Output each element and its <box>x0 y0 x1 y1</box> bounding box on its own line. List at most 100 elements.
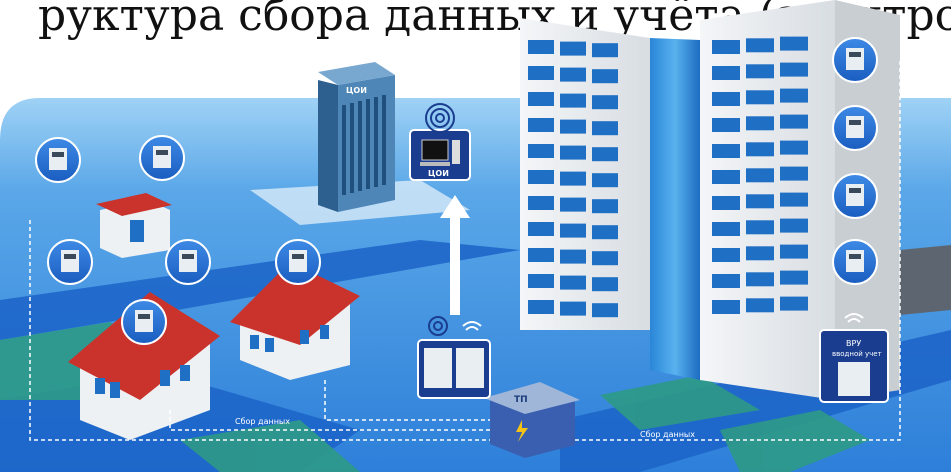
tower-window <box>712 66 740 80</box>
tower-window <box>528 144 554 158</box>
electric-meter-icon <box>179 250 197 272</box>
substation-meters-badge <box>417 316 491 399</box>
tower-window <box>780 114 808 129</box>
tower-window <box>528 118 554 132</box>
tower-window <box>592 251 618 266</box>
tower-window <box>560 197 586 212</box>
vru-label-line1: ВРУ <box>846 339 861 348</box>
tower-window <box>560 145 586 160</box>
wifi-icon <box>844 313 864 323</box>
electric-meter-icon <box>846 184 864 206</box>
tower-window <box>746 90 774 105</box>
electric-meter-icon <box>846 48 864 70</box>
meter-bubble <box>832 105 878 151</box>
tower-window <box>560 67 586 82</box>
tower-window <box>780 166 808 181</box>
tower-window <box>780 62 808 77</box>
electric-meter-icon <box>846 250 864 272</box>
vru-label-line2: вводной учет <box>832 350 882 358</box>
tower-window <box>560 249 586 264</box>
electric-meter-icon <box>289 250 307 272</box>
tower-window <box>780 192 808 207</box>
antenna-icon <box>425 103 455 133</box>
tower-window <box>560 275 586 290</box>
tower-window <box>528 66 554 80</box>
tower-window <box>592 147 618 162</box>
tower-window <box>560 93 586 108</box>
tower-window <box>780 296 808 311</box>
meter-bubble <box>165 239 211 285</box>
tower-window <box>560 223 586 238</box>
tower-window <box>528 222 554 236</box>
tower-window <box>592 95 618 110</box>
meter-bubble <box>832 239 878 285</box>
meter-bubbles <box>35 37 878 345</box>
side-building <box>900 245 951 315</box>
tower-window <box>746 168 774 183</box>
electric-meter-icon <box>135 310 153 332</box>
electric-meter-icon <box>61 250 79 272</box>
data-collection-lines <box>29 60 901 441</box>
vru-badge: ВРУ вводной учет <box>819 313 889 403</box>
high-voltage-icon <box>516 420 528 442</box>
tower-window <box>528 300 554 314</box>
tower-window <box>560 301 586 316</box>
tower-window <box>780 244 808 259</box>
tower-window <box>746 116 774 131</box>
tower-window <box>528 274 554 288</box>
data-center-badge: ЦОИ <box>409 103 471 181</box>
tower-window <box>746 246 774 261</box>
tower-window <box>592 69 618 84</box>
tower-window <box>712 40 740 54</box>
store-building <box>96 193 172 258</box>
tower-window <box>780 270 808 285</box>
tower-window <box>780 140 808 155</box>
tower-window <box>592 303 618 318</box>
tower-window <box>592 121 618 136</box>
data-center-sign: ЦОИ <box>346 86 367 95</box>
tower-window <box>560 41 586 56</box>
tower-window <box>528 170 554 184</box>
tower-window <box>780 218 808 233</box>
tower-window <box>746 64 774 79</box>
meter-bubble <box>832 173 878 219</box>
substation-building: ТП <box>484 382 580 458</box>
tower-window <box>560 171 586 186</box>
house-left <box>68 292 220 440</box>
tower-window <box>528 40 554 54</box>
substation-label: ТП <box>514 395 528 405</box>
data-collection-label-left: Сбор данных <box>235 417 290 426</box>
tower-window <box>712 274 740 288</box>
data-center-building: ЦОИ <box>318 62 395 212</box>
tower-window <box>712 92 740 106</box>
tower-window <box>712 300 740 314</box>
tower-window <box>746 194 774 209</box>
tower-window <box>746 272 774 287</box>
tower-window <box>592 277 618 292</box>
arrow-up-icon <box>440 195 470 315</box>
meter-bubble <box>832 37 878 83</box>
residential-tower <box>520 0 900 400</box>
tower-window <box>712 222 740 236</box>
electric-meter-icon <box>49 148 67 170</box>
tower-window <box>746 142 774 157</box>
meter-bubble <box>47 239 93 285</box>
wifi-icon <box>462 321 482 331</box>
tower-window <box>712 118 740 132</box>
computer-icon <box>420 139 460 166</box>
meter-bubble <box>139 135 185 181</box>
meter-bubble <box>275 239 321 285</box>
tower-window <box>712 144 740 158</box>
tower-window <box>746 298 774 313</box>
meter-bubble <box>35 137 81 183</box>
tower-window <box>746 220 774 235</box>
data-collection-label-right: Сбор данных <box>640 430 695 439</box>
house-right <box>230 262 360 380</box>
tower-window <box>712 170 740 184</box>
tower-window <box>746 38 774 53</box>
tower-window <box>780 88 808 103</box>
electric-meter-icon <box>846 116 864 138</box>
data-center-label: ЦОИ <box>428 169 449 178</box>
